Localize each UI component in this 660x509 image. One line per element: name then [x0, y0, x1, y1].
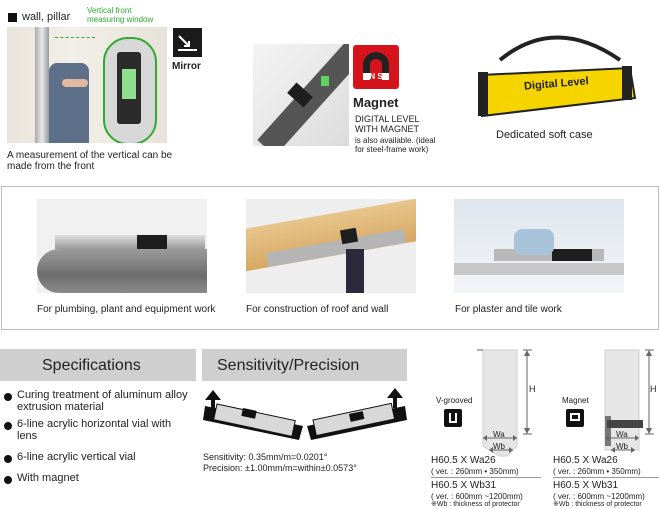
magnet-spec-label: Magnet [562, 396, 589, 405]
dim-wb-left: Wb [493, 442, 505, 451]
use-caption-plumbing: For plumbing, plant and equipment work [37, 304, 216, 315]
mirror-icon [173, 28, 202, 57]
soft-case-photo [470, 20, 640, 120]
use-caption-plaster: For plaster and tile work [455, 304, 562, 315]
dim-left-note: ※Wb : thickness of protector [431, 501, 520, 508]
square-bullet-icon [8, 13, 17, 22]
dim-wa-right: Wa [616, 430, 628, 439]
dim-left-line1: H60.5 X Wa26 [431, 455, 496, 466]
dim-h-left: H [529, 384, 536, 394]
precision-line: Precision: ±1.00mm/m=within±0.0573° [203, 463, 357, 473]
use-photo-plumbing [37, 199, 207, 293]
bullet-icon [4, 455, 12, 463]
dim-left-divider [431, 477, 541, 478]
dim-left-line3: H60.5 X Wb31 [431, 480, 497, 491]
sensitivity-line: Sensitivity: 0.35mm/m=0.0201° [203, 452, 328, 462]
dim-right-line2: ( ver. : 260mm • 350mm) [553, 467, 641, 476]
magnet-icon-text: N S [369, 72, 383, 81]
dim-left-line4: ( ver. : 600mm ~1200mm) [431, 492, 523, 501]
use-caption-roof: For construction of roof and wall [246, 304, 389, 315]
vertical-window-label: Vertical front measuring window [87, 6, 154, 24]
magnet-desc: DIGITAL LEVEL WITH MAGNET [355, 114, 420, 134]
magnet-title: Magnet [353, 95, 399, 110]
sensitivity-header [202, 349, 407, 381]
dim-h-right: H [650, 384, 657, 394]
specifications-title: Specifications [42, 357, 141, 374]
magnet-desc-2: is also available. (ideal for steel-fram… [355, 136, 436, 154]
dim-wb-right: Wb [616, 442, 628, 451]
soft-case-caption: Dedicated soft case [496, 129, 593, 141]
mirror-label: Mirror [172, 61, 201, 72]
v-grooved-label: V-grooved [436, 396, 473, 405]
v-grooved-profile [477, 346, 537, 466]
wall-label: wall, pillar [22, 11, 71, 23]
spec-item: 6-line acrylic horizontal vial with lens [17, 418, 172, 442]
uses-panel: For plumbing, plant and equipment work F… [1, 186, 659, 330]
bullet-icon [4, 393, 12, 401]
dim-right-note: ※Wb : thickness of protector [553, 501, 642, 508]
bullet-icon [4, 476, 12, 484]
dim-right-divider [553, 477, 659, 478]
feature-panel-top: wall, pillar Vertical front measuring wi… [0, 0, 660, 190]
dim-right-line4: ( ver. : 600mm ~1200mm) [553, 492, 645, 501]
spec-item: 6-line acrylic vertical vial [17, 451, 136, 463]
vertical-caption: A measurement of the vertical can be mad… [7, 150, 173, 172]
dim-left-line2: ( ver. : 260mm • 350mm) [431, 467, 519, 476]
spec-item: Curing treatment of aluminum alloy extru… [17, 389, 188, 413]
magnet-spec-icon [566, 409, 584, 427]
bullet-icon [4, 422, 12, 430]
magnet-level-photo [253, 44, 349, 146]
wall-measurement-photo [7, 27, 167, 143]
dim-right-line1: H60.5 X Wa26 [553, 455, 618, 466]
v-grooved-icon [444, 409, 462, 427]
use-photo-plaster [454, 199, 624, 293]
sensitivity-title: Sensitivity/Precision [217, 357, 360, 374]
spec-item: With magnet [17, 472, 79, 484]
use-photo-roof [246, 199, 416, 293]
sensitivity-diagram [203, 384, 407, 448]
dim-wa-left: Wa [493, 430, 505, 439]
specifications-header [0, 349, 196, 381]
dim-right-line3: H60.5 X Wb31 [553, 480, 619, 491]
magnet-icon [353, 45, 399, 89]
magnet-profile [599, 346, 659, 466]
